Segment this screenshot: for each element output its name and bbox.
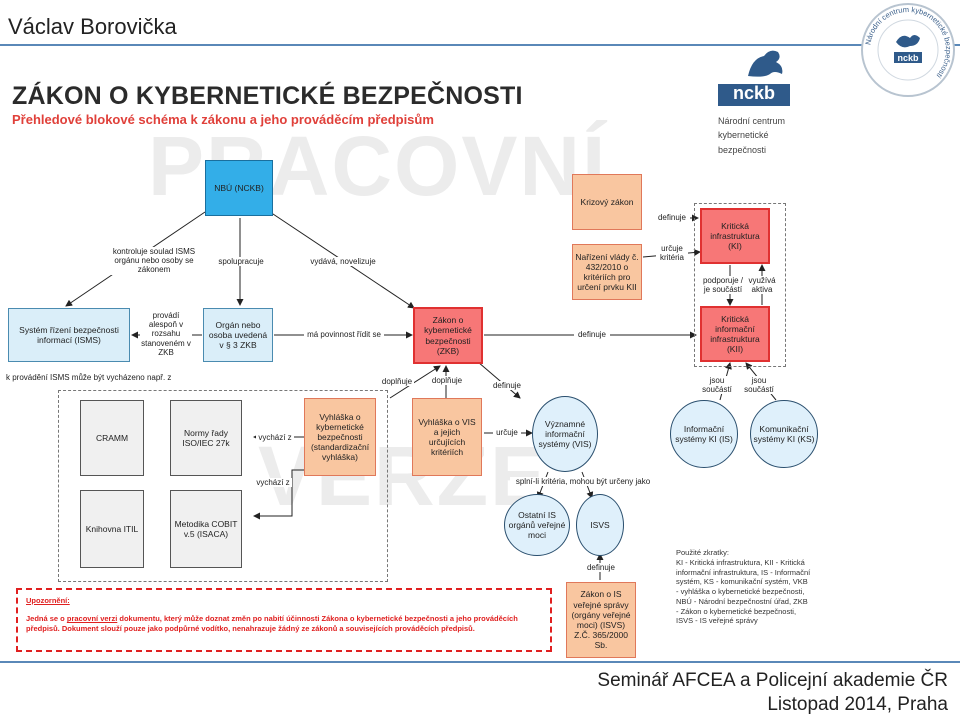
edge-label-spolupracuje: spolupracuje bbox=[214, 257, 268, 267]
node-vyhlaska-kb: Vyhláška o kybernetické bezpečnosti (sta… bbox=[304, 398, 376, 476]
abbreviations: Použité zkratky: KI - Kritická infrastru… bbox=[676, 548, 812, 626]
warning-text: Jedná se o pracovní verzi dokumentu, kte… bbox=[26, 614, 518, 634]
author-name: Václav Borovička bbox=[8, 14, 177, 39]
edge-label-urcuje: určuje bbox=[493, 428, 521, 438]
nckb-logo-badge: nckb bbox=[718, 83, 790, 106]
node-cramm: CRAMM bbox=[80, 400, 144, 476]
abbreviations-text: KI - Kritická infrastruktura, KII - Krit… bbox=[676, 557, 811, 626]
group-methodologies bbox=[58, 390, 388, 582]
edge-label-kontroluje: kontroluje soulad ISMS orgánu nebo osoby… bbox=[106, 247, 202, 275]
header-divider bbox=[0, 44, 960, 46]
ring-badge: nckb bbox=[897, 53, 919, 63]
edge-label-doplnuje-1: doplňuje bbox=[380, 377, 414, 387]
node-isvs: ISVS bbox=[576, 494, 624, 556]
warning-box: Upozornění: Jedná se o pracovní verzi do… bbox=[16, 588, 552, 652]
edge-label-vychazi-2: vychází z bbox=[254, 478, 292, 488]
node-zakon: Zákon o kybernetické bezpečnosti (ZKB) bbox=[413, 307, 483, 364]
edge-label-definuje-kii: definuje bbox=[574, 330, 610, 340]
node-ostatni-is: Ostatní IS orgánů veřejné moci bbox=[504, 494, 570, 556]
edge-label-vyuziva: využívá aktiva bbox=[748, 276, 776, 295]
edge-label-doplnuje-2: doplňuje bbox=[430, 376, 464, 386]
edge-label-jsou-soucasti-2: jsou součástí bbox=[742, 376, 776, 395]
edge-label-splni-li: splní-li kritéria, mohou být určeny jako bbox=[510, 477, 656, 487]
edge-label-isms-note: k provádění ISMS může být vycházeno např… bbox=[6, 373, 190, 383]
nckb-lion-icon bbox=[740, 46, 790, 84]
nckb-round-logo: Národní centrum kybernetické bezpečnosti… bbox=[858, 2, 958, 98]
edge-label-ma-povinnost: má povinnost řídit se bbox=[304, 330, 384, 340]
node-krizovy-zakon: Krizový zákon bbox=[572, 174, 642, 230]
node-ks-ki: Komunikační systémy KI (KS) bbox=[750, 400, 818, 468]
footer-event: Seminář AFCEA a Policejní akademie ČR bbox=[597, 670, 948, 691]
node-vis: Významné informační systémy (VIS) bbox=[532, 396, 598, 472]
nckb-logo-text: Národní centrum kybernetické bezpečnosti bbox=[718, 116, 786, 155]
node-nbu: NBÚ (NCKB) bbox=[205, 160, 273, 216]
abbreviations-heading: Použité zkratky: bbox=[676, 548, 729, 557]
node-cobit: Metodika COBIT v.5 (ISACA) bbox=[170, 490, 242, 568]
node-ki: Kritická infrastruktura (KI) bbox=[700, 208, 770, 264]
diagram-subtitle: Přehledové blokové schéma k zákonu a jeh… bbox=[12, 112, 434, 127]
edge-label-provadi: provádí alespoň v rozsahu stanoveném v Z… bbox=[140, 311, 192, 357]
edge-label-definuje-ki: definuje bbox=[654, 213, 690, 223]
edge-label-jsou-soucasti-1: jsou součástí bbox=[702, 376, 732, 395]
edge-label-podporuje: podporuje / je součástí bbox=[700, 276, 746, 295]
node-itil: Knihovna ITIL bbox=[80, 490, 144, 568]
node-is-ki: Informační systémy KI (IS) bbox=[670, 400, 738, 468]
footer-divider bbox=[0, 661, 960, 663]
warning-heading: Upozornění: bbox=[26, 596, 70, 605]
node-narizeni: Nařízení vlády č. 432/2010 o kritériích … bbox=[572, 244, 642, 300]
node-normy: Normy řady ISO/IEC 27k bbox=[170, 400, 242, 476]
edge-label-definuje-isvs: definuje bbox=[584, 563, 618, 573]
node-kii: Kritická informační infrastruktura (KII) bbox=[700, 306, 770, 362]
footer-date: Listopad 2014, Praha bbox=[767, 694, 948, 715]
node-isms: Systém řízení bezpečnosti informací (ISM… bbox=[8, 308, 130, 362]
edge-label-urcuje-kriteria: určuje kritéria bbox=[656, 244, 688, 263]
edge-label-definuje-vis: definuje bbox=[490, 381, 524, 391]
edge-label-vychazi-1: vychází z bbox=[256, 433, 294, 443]
node-vyhlaska-vis: Vyhláška o VIS a jejich určujících krité… bbox=[412, 398, 482, 476]
node-zakon-isvs: Zákon o IS veřejné správy (orgány veřejn… bbox=[566, 582, 636, 658]
node-organ: Orgán nebo osoba uvedená v § 3 ZKB bbox=[203, 308, 273, 362]
edge-label-vydava: vydává, novelizuje bbox=[306, 257, 380, 267]
diagram-title: ZÁKON O KYBERNETICKÉ BEZPEČNOSTI bbox=[12, 82, 523, 110]
group-kii-area bbox=[694, 203, 786, 367]
